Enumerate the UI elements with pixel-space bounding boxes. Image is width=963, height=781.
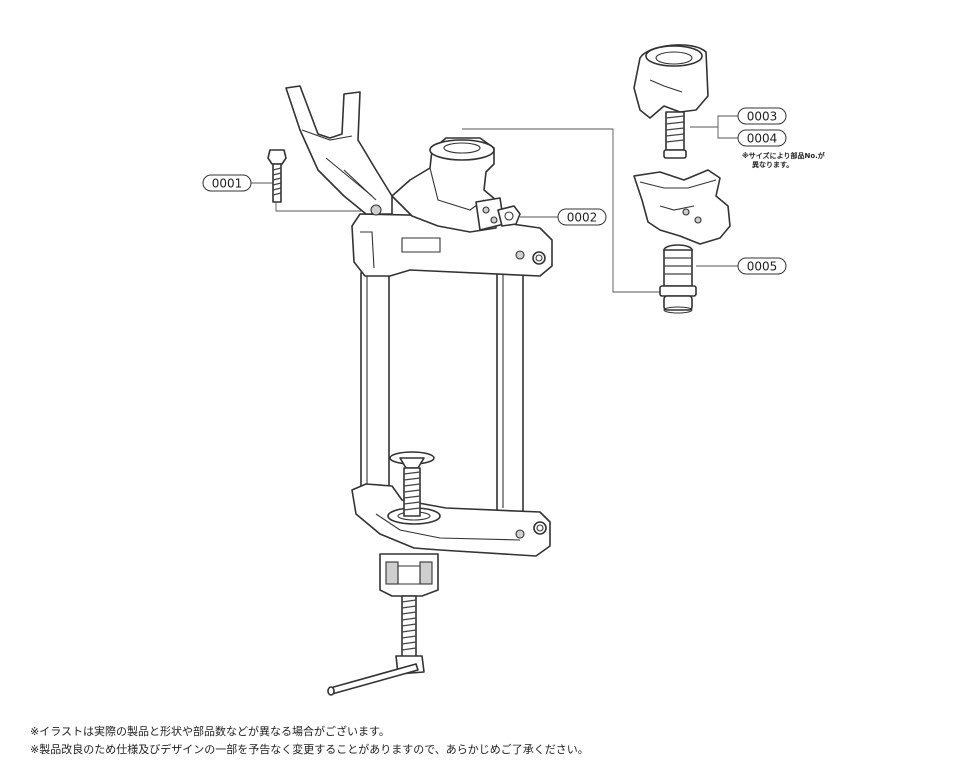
label-0003: 0003: [737, 107, 787, 125]
svg-text:0002: 0002: [567, 211, 598, 225]
label-0005: 0005: [737, 257, 787, 275]
label-0001: 0001: [202, 174, 252, 192]
svg-text:0005: 0005: [747, 260, 778, 274]
part-0005-swivel-nut: [659, 244, 697, 314]
size-note-line1: ※サイズにより部品No.が: [742, 151, 825, 160]
label-0002: 0002: [557, 208, 607, 226]
part-0001-bolt: [267, 149, 287, 203]
svg-text:0001: 0001: [212, 177, 243, 191]
footer-note-2: ※製品改良のため仕様及びデザインの一部を予告なく変更することがありますので、あら…: [30, 743, 589, 756]
holder-body: [633, 169, 731, 245]
size-note-line2: 異なります。: [752, 160, 793, 169]
part-0004-washer: [663, 149, 687, 159]
svg-text:0004: 0004: [747, 132, 778, 146]
label-0004: 0004: [737, 129, 787, 147]
part-0003-ring-clamp: [633, 44, 709, 151]
svg-text:0003: 0003: [747, 110, 778, 124]
footer-note-1: ※イラストは実際の製品と形状や部品数などが異なる場合がございます。: [30, 725, 390, 738]
rod-stand-assembly: [285, 85, 553, 696]
